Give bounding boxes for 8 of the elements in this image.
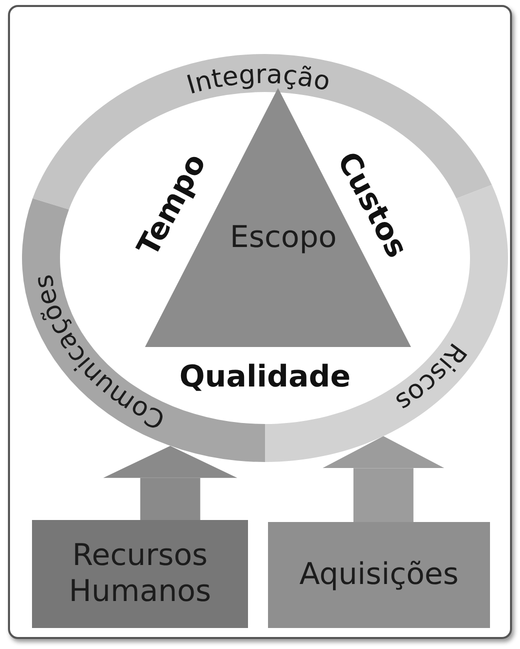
segment-label: Integração: [184, 60, 333, 101]
block-arrow: [103, 446, 238, 520]
triangle-label: Escopo: [230, 220, 337, 256]
process-box: [32, 520, 248, 628]
process-box: [268, 522, 490, 628]
box-label: Aquisições: [299, 557, 459, 593]
side-label: Qualidade: [179, 360, 351, 394]
box-label: Recursos Humanos: [68, 538, 212, 610]
